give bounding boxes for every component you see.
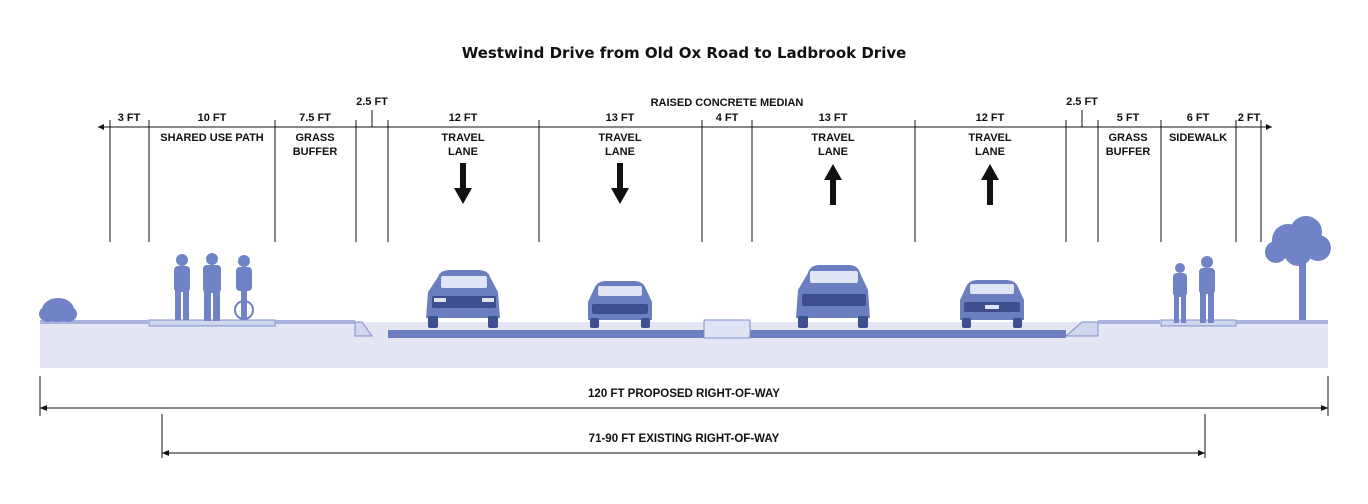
shrub-icon: [39, 298, 77, 322]
segment-label: TRAVEL: [811, 132, 854, 144]
pedestrian-icon: [1199, 256, 1215, 323]
segment-width: 10 FT: [198, 112, 227, 124]
dimension-arrow-right: [1266, 124, 1272, 130]
segment-label: GRASS: [1108, 132, 1147, 144]
street-section: [40, 319, 1328, 368]
segment-label: LANE: [448, 146, 478, 158]
raised-concrete-median: [703, 319, 751, 339]
segment-label: LANE: [818, 146, 848, 158]
segment-boundaries: [109, 110, 1262, 242]
car-icon: [588, 281, 652, 328]
segment-width-labels: 3 FT 10 FT 7.5 FT 2.5 FT 12 FT 13 FT 4 F…: [118, 96, 1261, 124]
up-arrow-icon: [981, 164, 999, 205]
car-icon: [426, 270, 500, 328]
median-label: RAISED CONCRETE MEDIAN: [651, 97, 804, 109]
proposed-row-label: 120 FT PROPOSED RIGHT-OF-WAY: [588, 388, 780, 400]
segment-label: LANE: [605, 146, 635, 158]
pedestrian-icon: [174, 254, 190, 320]
sidewalk-surface: [1160, 319, 1237, 327]
ground-slab: [40, 322, 1328, 368]
shared-use-path-surface: [148, 319, 276, 327]
segment-width: 2.5 FT: [356, 96, 388, 108]
northbound-roadway: [750, 330, 1066, 338]
segment-width: 13 FT: [606, 112, 635, 124]
southbound-roadway: [388, 330, 704, 338]
segment-width: 4 FT: [716, 112, 739, 124]
segment-width: 2 FT: [1238, 112, 1261, 124]
segment-label: SIDEWALK: [1169, 132, 1227, 144]
segment-label: TRAVEL: [968, 132, 1011, 144]
up-arrow-icon: [824, 164, 842, 205]
pedestrian-icon: [203, 253, 221, 321]
tree-icon: [1265, 216, 1331, 320]
segment-width: 3 FT: [118, 112, 141, 124]
segment-description-labels: SHARED USE PATH GRASS BUFFER TRAVEL LANE…: [160, 132, 1227, 158]
segment-label: LANE: [975, 146, 1005, 158]
segment-label: GRASS: [295, 132, 334, 144]
segment-width: 7.5 FT: [299, 112, 331, 124]
segment-label: SHARED USE PATH: [160, 132, 264, 144]
pedestrian-icon: [1173, 263, 1187, 323]
existing-row-label: 71-90 FT EXISTING RIGHT-OF-WAY: [589, 433, 780, 445]
segment-label: TRAVEL: [441, 132, 484, 144]
left-grass-buffer: [275, 320, 355, 324]
direction-arrows: [454, 163, 999, 205]
down-arrow-icon: [611, 163, 629, 204]
segment-width: 2.5 FT: [1066, 96, 1098, 108]
segment-label: BUFFER: [293, 146, 338, 158]
segment-label: TRAVEL: [598, 132, 641, 144]
proposed-row-arrow-left: [40, 405, 47, 411]
right-terrain: [1236, 320, 1328, 324]
segment-width: 12 FT: [976, 112, 1005, 124]
segment-width: 12 FT: [449, 112, 478, 124]
right-grass-buffer: [1098, 320, 1160, 324]
down-arrow-icon: [454, 163, 472, 204]
segment-label: BUFFER: [1106, 146, 1151, 158]
existing-row-arrow-left: [162, 450, 169, 456]
segment-width: 5 FT: [1117, 112, 1140, 124]
left-curb: [354, 321, 373, 337]
left-terrain: [40, 320, 148, 324]
proposed-row-arrow-right: [1321, 405, 1328, 411]
segment-width: 6 FT: [1187, 112, 1210, 124]
car-icon: [796, 265, 870, 328]
existing-row-arrow-right: [1198, 450, 1205, 456]
car-icon: [960, 280, 1024, 328]
diagram-title: Westwind Drive from Old Ox Road to Ladbr…: [462, 44, 907, 62]
segment-width: 13 FT: [819, 112, 848, 124]
dimension-arrow-left: [98, 124, 104, 130]
cyclist-icon: [234, 255, 254, 320]
